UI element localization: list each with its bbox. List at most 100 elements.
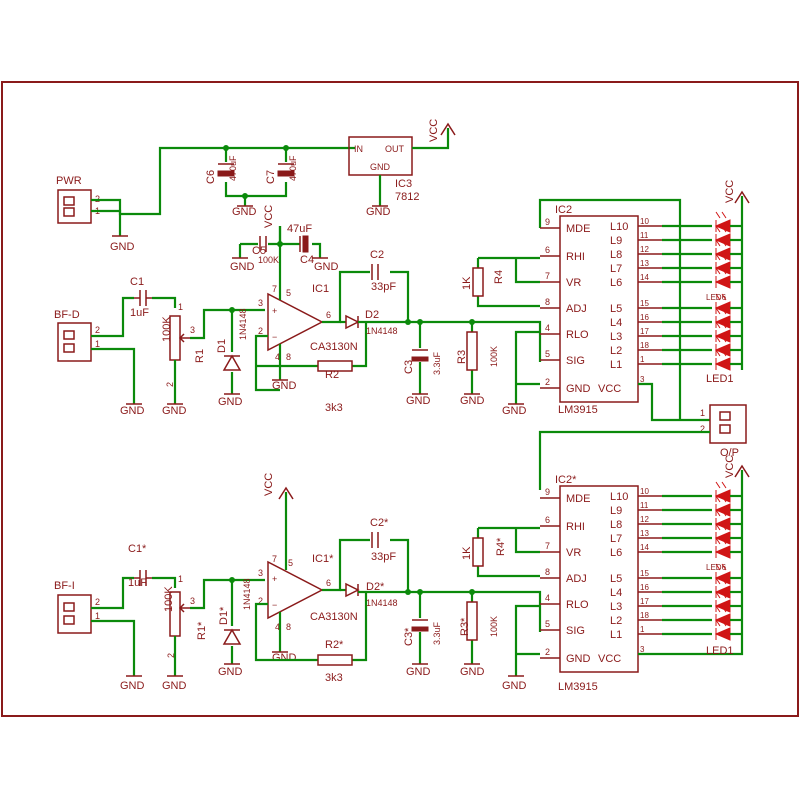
reg-name: IC3 [395,178,412,190]
ic1-p3-label: 3 [258,298,263,308]
led-emission-arrows [715,537,727,545]
c4-gnd-label: GND [314,261,339,273]
ic2s-name: IC2* [555,474,577,486]
led-diode [714,315,731,329]
ic-right-pin-number: 1 [640,355,645,364]
ic-right-pin-number: 17 [640,327,649,336]
d2-name: D2 [365,309,379,321]
led-emission-arrows [715,481,727,489]
ic-left-pin-name: RHI [566,251,585,263]
bfi-pin1-label: 1 [95,611,100,621]
c6-value: 470uF [228,155,238,181]
ic-right-pin-number: 14 [640,273,649,282]
r3s-gnd-label: GND [460,666,485,678]
c4-name: C4 [300,254,314,266]
bottom-led1-label: LED1 [706,645,734,657]
led-diode [714,301,731,315]
ic-left-pin-number: 2 [545,647,550,657]
d2s-value: 1N4148 [366,598,398,608]
ic2-right-pins: 10L1011L912L813L714L615L516L417L318L21L1… [598,217,662,395]
ic1-p8-label: 8 [286,352,291,362]
op-pin1-label: 1 [700,408,705,418]
ic-left-pin-number: 6 [545,515,550,525]
led-emission-arrows [715,253,727,261]
ic1-p2-label: 2 [258,326,263,336]
op-connector[interactable] [709,404,747,444]
ic2s-lm3915[interactable] [559,485,639,673]
c1s-name: C1* [128,543,147,555]
r1-value: 100K [161,316,173,342]
r4s-name: R4* [495,537,507,556]
ic-left-pin-name: GND [566,383,591,395]
ic2s-right-pins: 10L1011L912L813L714L615L516L417L318L21L1… [598,487,662,665]
ic1-opamp[interactable] [267,292,324,352]
ic-left-pin-name: ADJ [566,303,587,315]
ic-right-pin-name: L3 [610,331,622,343]
r1s-p2-label: 2 [166,653,176,658]
c7-value: 470uF [288,155,298,181]
r2-resistor[interactable] [317,360,353,372]
led-diode [714,357,731,371]
d1-value: 1N4148 [238,308,248,340]
ic2s-part: LM3915 [558,681,598,693]
ic-right-pin-number: 14 [640,543,649,552]
led-emission-arrows [715,509,727,517]
ic1s-opamp[interactable] [267,560,324,620]
ic-left-pin-number: 4 [545,593,550,603]
r2s-value: 3k3 [325,672,343,684]
led-diode [714,599,731,613]
c3-value: 3.3uF [432,351,442,375]
r3s-resistor[interactable] [466,601,478,641]
ic-right-pin-number: 18 [640,341,649,350]
ic1s-p3-label: 3 [258,568,263,578]
ic-right-pin-name: L8 [610,519,622,531]
led-emission-arrows [715,335,727,343]
d1s-value: 1N4148 [242,578,252,610]
svg-text:−: − [272,600,277,610]
led-emission-arrows [715,605,727,613]
ic-right-pin-name: L8 [610,249,622,261]
ic1s-name: IC1* [312,553,334,565]
c2-name: C2 [370,249,384,261]
ic-right-pin-name: L3 [610,601,622,613]
r4-resistor[interactable] [472,267,484,297]
led-emission-arrows [715,321,727,329]
bfd-label: BF-D [54,309,80,321]
ic-left-pin-number: 8 [545,297,550,307]
ic-right-pin-name: L2 [610,345,622,357]
ic-right-pin-name: L9 [610,235,622,247]
sheet-frame [1,81,799,717]
ic-left-pin-name: ADJ [566,573,587,585]
ic2s-gnd-label: GND [502,680,527,692]
ic-right-pin-name: L4 [610,317,622,329]
d1-gnd-label: GND [218,396,243,408]
r4s-resistor[interactable] [472,537,484,567]
ic-right-pin-number: 12 [640,515,649,524]
svg-text:+: + [272,306,277,316]
r1s-value: 100K [163,586,175,612]
led-diode [714,329,731,343]
op-label: O/P [720,447,739,459]
r3-resistor[interactable] [466,331,478,371]
ic2-lm3915[interactable] [559,215,639,403]
bfd-connector[interactable] [57,322,92,362]
ic-left-pin-number: 6 [545,245,550,255]
led-diode [714,517,731,531]
led-emission-arrows [715,349,727,357]
ic-left-pin-number: 5 [545,619,550,629]
c2-value: 33pF [371,281,396,293]
ic-right-pin-number: 1 [640,625,645,634]
r2s-resistor[interactable] [317,654,353,666]
led-emission-arrows [715,619,727,627]
ic-left-pin-number: 4 [545,323,550,333]
ic-right-pin-name: L7 [610,533,622,545]
led-emission-arrows [715,523,727,531]
led-emission-arrows [715,293,727,301]
bfi-connector[interactable] [57,594,92,634]
pwr-connector[interactable] [57,189,92,224]
reg-gnd-pin-label: GND [370,162,391,172]
led-diode [714,571,731,585]
ic1s-p5-label: 5 [288,558,293,568]
